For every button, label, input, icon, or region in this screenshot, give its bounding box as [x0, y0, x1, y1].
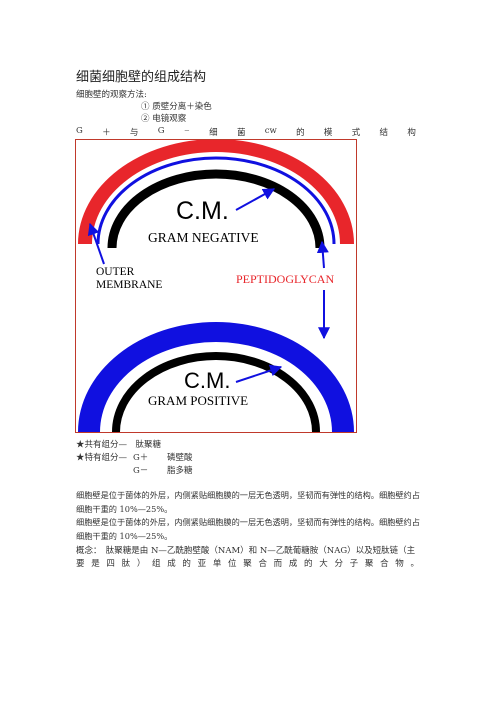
concept-char: 物 [395, 559, 404, 569]
concept-line: 概念： 肽聚糖是由 N—乙酰胞壁酸（NAM）和 N—乙酰葡糖胺（NAG）以及短肽… [76, 546, 416, 556]
gram-positive-caption: GRAM POSITIVE [148, 393, 248, 408]
cytoplasmic-membrane-arc-top [107, 169, 325, 249]
cell-wall-diagram: C.M. GRAM NEGATIVE OUTER MEMBRANE PEPTID… [75, 139, 357, 433]
figure-heading: G ＋ 与 G － 细 菌 cw 的 模 式 结 构 [76, 126, 416, 138]
arrow-peptidoglycan-top [316, 240, 329, 269]
shared-component: ★共有组分— 肽聚糖 [76, 440, 162, 450]
concept-char: 位 [228, 559, 237, 569]
concept-line-2: 要是四肽）组成的亚单位聚合而成的大分子聚合物。 [76, 557, 419, 569]
heading-char: 式 [351, 128, 361, 138]
concept-char: 成 [288, 559, 298, 569]
outer-membrane-label-2: MEMBRANE [96, 279, 162, 291]
gram-negative-type: G－ [133, 466, 149, 476]
gram-negative-specific: 脂多糖 [167, 466, 193, 476]
heading-char: G [76, 126, 83, 136]
heading-char: 模 [323, 128, 333, 138]
concept-char: 。 [410, 559, 419, 569]
concept-char: 的 [182, 559, 191, 569]
concept-char: ） [136, 559, 146, 569]
gram-negative-caption: GRAM NEGATIVE [148, 230, 259, 245]
cm-label-bottom: C.M. [184, 368, 230, 393]
concept-char: 而 [273, 559, 283, 569]
peptidoglycan-thin-arc [96, 156, 336, 245]
heading-char: 构 [407, 128, 416, 138]
gram-positive-type: G＋ [133, 453, 149, 463]
outer-membrane-label-1: OUTER [96, 266, 135, 278]
definition-paragraph: 细胞壁是位于菌体的外层，内侧紧贴细胞膜的一层无色透明，坚韧而有弹性的结构。细胞壁… [76, 517, 420, 541]
concept-char: 肽 [121, 559, 131, 569]
concept-char: 聚 [243, 559, 252, 569]
heading-char: 与 [129, 128, 139, 138]
concept-char: 要 [76, 559, 85, 569]
diagram-svg: C.M. GRAM NEGATIVE OUTER MEMBRANE PEPTID… [78, 140, 354, 432]
concept-char: 单 [212, 559, 222, 569]
definition-paragraph: 细胞壁是位于菌体的外层，内侧紧贴细胞膜的一层无色透明，坚韧而有弹性的结构。细胞壁… [76, 490, 420, 514]
heading-char: 细 [209, 128, 218, 138]
concept-char: 组 [152, 559, 161, 569]
arrow-cm-bottom [235, 364, 283, 383]
concept-char: 亚 [197, 559, 207, 569]
heading-char: 结 [379, 128, 389, 138]
peptidoglycan-label: PEPTIDOGLYCAN [236, 272, 334, 286]
concept-char: 子 [349, 559, 359, 569]
specific-component-label: ★特有组分— [76, 453, 128, 463]
concept-char: 大 [319, 559, 328, 569]
heading-char: cw [264, 126, 277, 136]
concept-char: 的 [304, 559, 313, 569]
concept-char: 聚 [364, 559, 374, 569]
page-title: 细菌细胞壁的组成结构 [76, 70, 207, 85]
heading-char: － [183, 128, 190, 135]
heading-char: 菌 [236, 128, 246, 138]
method-2: ② 电镜观察 [141, 114, 187, 124]
gram-positive-specific: 磷壁酸 [167, 453, 193, 463]
arrow-outer-membrane [87, 222, 105, 265]
peptidoglycan-thick-arc [78, 322, 354, 432]
observation-intro: 细胞壁的观察方法: [76, 90, 147, 100]
heading-char: 的 [296, 128, 305, 138]
concept-char: 是 [91, 559, 100, 569]
concept-char: 分 [334, 559, 343, 569]
heading-char: G [157, 126, 165, 136]
concept-char: 四 [106, 559, 115, 569]
concept-char: 合 [380, 559, 389, 569]
heading-char: ＋ [102, 128, 111, 138]
cytoplasmic-membrane-arc-bottom [112, 352, 320, 432]
concept-char: 成 [167, 559, 176, 569]
method-1: ① 质壁分离＋染色 [141, 102, 212, 112]
outer-membrane-arc [78, 140, 354, 244]
arrow-cm-top [235, 188, 276, 211]
concept-char: 合 [258, 559, 267, 569]
cm-label-top: C.M. [176, 197, 229, 225]
